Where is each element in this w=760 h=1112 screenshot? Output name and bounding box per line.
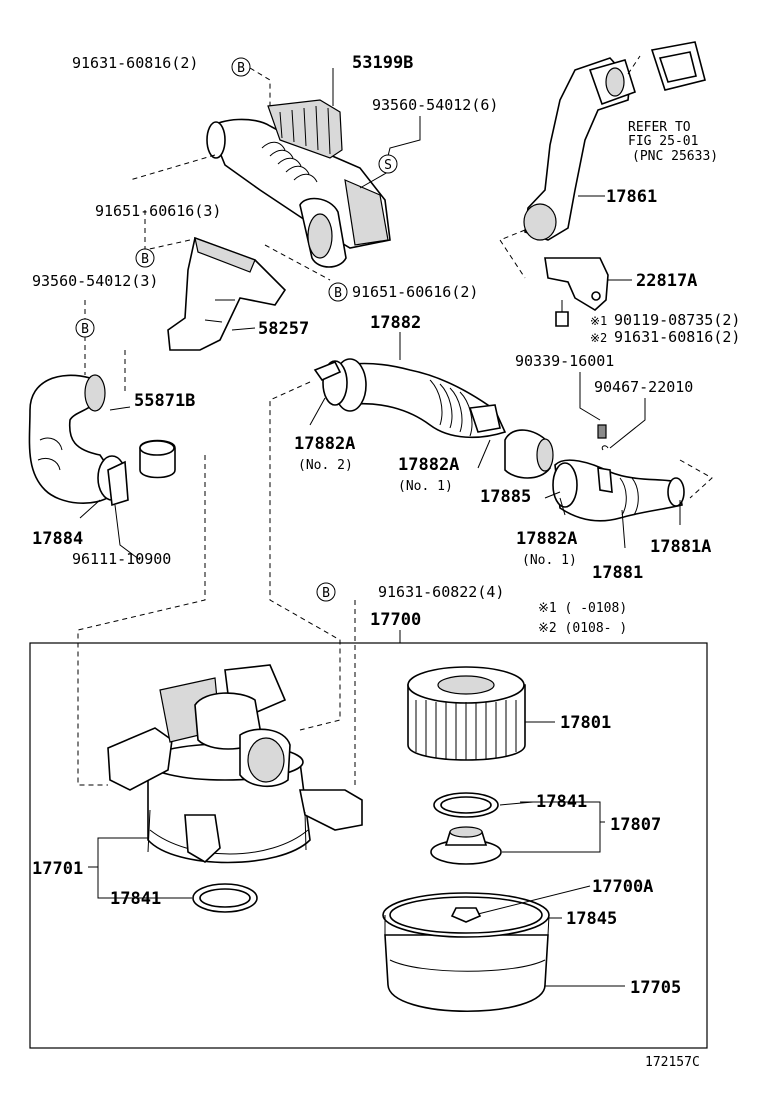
label-17882a-no2: 17882A (294, 434, 355, 454)
marker-b-4: B (75, 318, 95, 338)
label-53199b: 53199B (352, 53, 413, 73)
label-90339-16001: 90339-16001 (515, 352, 614, 370)
assembly-box (29, 642, 708, 1049)
part-17807 (430, 826, 502, 865)
gasket-reference (650, 41, 706, 91)
label-refer-2: FIG 25-01 (628, 134, 698, 149)
air-cleaner-cap-17701 (107, 664, 363, 864)
label-17882a-no1a: 17882A (398, 455, 459, 475)
marker-b-2: B (135, 248, 155, 268)
label-star-2: ※2 (590, 331, 607, 345)
svg-text:B: B (334, 286, 342, 301)
label-17861: 17861 (606, 187, 657, 207)
label-93560-54012-3: 93560-54012(3) (32, 272, 158, 290)
hose-17881 (552, 424, 685, 522)
label-refer-1: REFER TO (628, 120, 691, 135)
label-17705: 17705 (630, 978, 681, 998)
label-17881: 17881 (592, 563, 643, 583)
case-17705 (382, 892, 550, 1013)
label-star-1: ※1 (590, 314, 607, 328)
filter-element-17801 (407, 666, 526, 761)
part-labels: 91631-60816(2) 53199B 93560-54012(6) 916… (32, 53, 740, 1070)
marker-b-1: B (231, 57, 251, 77)
gasket-17841-lower (192, 883, 258, 913)
label-91631-60816-2b: 91631-60816(2) (614, 328, 740, 346)
marker-b-3: B (328, 282, 348, 302)
label-no2: (No. 2) (298, 458, 353, 473)
pipe-17885 (504, 429, 554, 479)
svg-text:B: B (322, 586, 330, 601)
label-17701: 17701 (32, 859, 83, 879)
label-note-2: ※2 (0108- ) (538, 621, 627, 636)
svg-text:S: S (384, 158, 392, 173)
label-91651-60616-2: 91651-60616(2) (352, 283, 478, 301)
marker-b-5: B (316, 582, 336, 602)
label-no1a: (No. 1) (398, 479, 453, 494)
label-note-1: ※1 ( -0108) (538, 601, 627, 616)
label-91631-60816: 91631-60816(2) (72, 54, 198, 72)
label-17885: 17885 (480, 487, 531, 507)
label-90119-08735: 90119-08735(2) (614, 311, 740, 329)
label-17845: 17845 (566, 909, 617, 929)
svg-text:B: B (237, 61, 245, 76)
hose-17884 (28, 374, 129, 507)
label-96111-10900: 96111-10900 (72, 550, 171, 568)
figure-code: 172157C (645, 1055, 700, 1070)
label-55871b: 55871B (134, 391, 195, 411)
gasket-17841-upper (433, 792, 499, 818)
label-90467-22010: 90467-22010 (594, 378, 693, 396)
leader-lines (79, 68, 681, 987)
label-91631-60822: 91631-60822(4) (378, 583, 504, 601)
label-17881a: 17881A (650, 537, 711, 557)
label-91651-60616-3: 91651-60616(3) (95, 202, 221, 220)
svg-text:B: B (141, 252, 149, 267)
label-17882: 17882 (370, 313, 421, 333)
label-17807: 17807 (610, 815, 661, 835)
bracket-58257 (167, 236, 287, 351)
marker-s: S (378, 154, 398, 174)
label-17700a: 17700A (592, 877, 653, 897)
label-17884: 17884 (32, 529, 83, 549)
ring-55871b (139, 439, 176, 479)
bracket-22817a (544, 257, 609, 327)
label-22817a: 22817A (636, 271, 697, 291)
label-93560-54012-6: 93560-54012(6) (372, 96, 498, 114)
label-17801: 17801 (560, 713, 611, 733)
hose-17861 (523, 57, 636, 241)
label-no1b: (No. 1) (522, 553, 577, 568)
hose-17882 (313, 358, 507, 439)
label-refer-3: (PNC 25633) (632, 149, 718, 164)
svg-text:B: B (81, 322, 89, 337)
intake-connector-assembly (206, 99, 391, 268)
label-58257: 58257 (258, 319, 309, 339)
markers: B S B B B B (75, 57, 398, 602)
label-17841-b: 17841 (110, 889, 161, 909)
label-17700: 17700 (370, 610, 421, 630)
label-17882a-no1b: 17882A (516, 529, 577, 549)
label-17841-a: 17841 (536, 792, 587, 812)
